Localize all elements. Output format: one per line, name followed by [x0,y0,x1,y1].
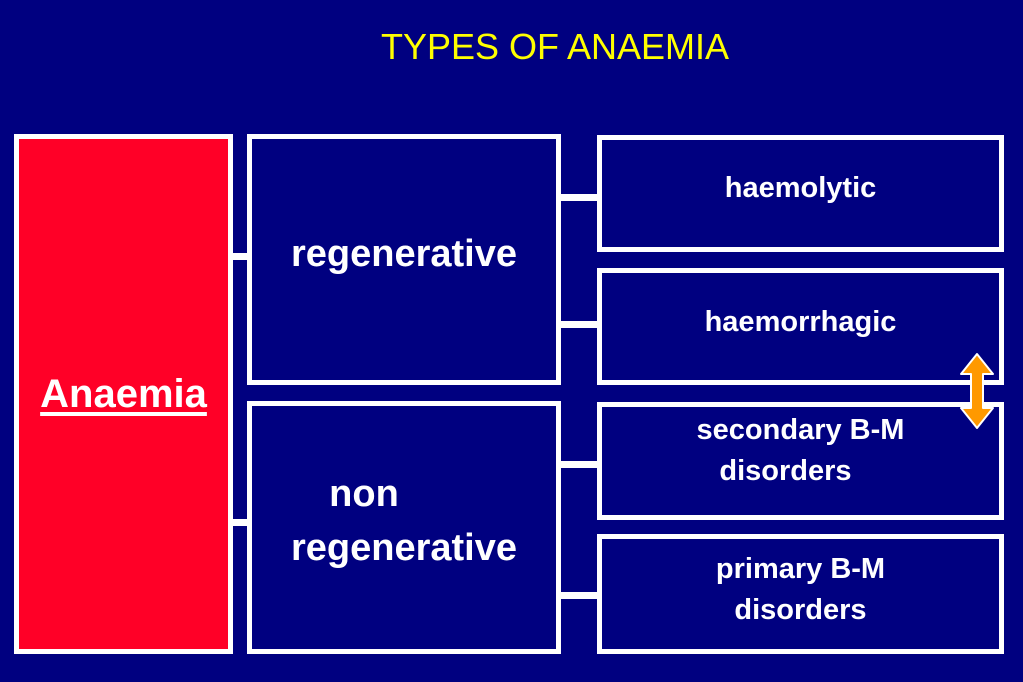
node-primary-bm-disorders: primary B-M disorders [597,534,1004,654]
node-haemolytic-label: haemolytic [724,172,877,204]
node-secondary-bm-label-line1: secondary B-M [696,414,905,446]
node-non-regenerative-label-line1: non [329,472,399,515]
node-primary-bm-label-line2: disorders [734,594,867,626]
double-headed-arrow-icon [960,353,994,429]
connector-root-regenerative [233,253,247,260]
node-regenerative-label: regenerative [290,232,517,275]
connector-regenerative-haemolytic [561,194,597,201]
node-haemolytic: haemolytic [597,135,1004,252]
node-secondary-bm-disorders: secondary B-M disorders [597,402,1004,520]
node-regenerative: regenerative [247,134,561,385]
node-haemorrhagic-label: haemorrhagic [704,306,897,338]
node-non-regenerative-label-line2: regenerative [290,526,517,569]
connector-regenerative-haemorrhagic [561,321,597,328]
node-anaemia: Anaemia [14,134,233,654]
node-non-regenerative: non regenerative [247,401,561,654]
page-title: TYPES OF ANAEMIA [380,26,730,67]
node-anaemia-label: Anaemia [40,371,207,416]
connector-root-nonregenerative [233,519,247,526]
node-haemorrhagic: haemorrhagic [597,268,1004,385]
node-primary-bm-label-line1: primary B-M [715,553,886,585]
node-secondary-bm-label-line2: disorders [719,455,852,487]
connector-nonregenerative-secondary [561,461,597,468]
connector-nonregenerative-primary [561,592,597,599]
